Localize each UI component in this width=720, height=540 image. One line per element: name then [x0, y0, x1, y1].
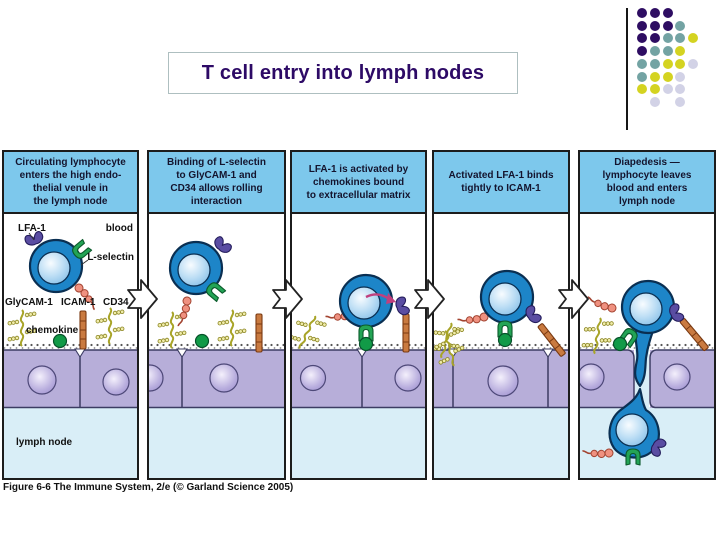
decor-dot: [649, 58, 660, 69]
decor-dot: [637, 46, 647, 57]
decor-dot: [675, 71, 686, 82]
decor-dot: [662, 71, 673, 82]
decor-dot: [637, 84, 647, 95]
decor-dot: [688, 33, 699, 44]
decor-dot: [662, 58, 673, 69]
panel-2: Binding of L-selectin to GlyCAM-1 and CD…: [147, 150, 286, 480]
decor-dot: [662, 46, 673, 57]
panel-1-header: Circulating lymphocyte enters the high e…: [4, 152, 137, 214]
decor-dots: [637, 8, 707, 118]
panel-5: Diapedesis — lymphocyte leaves blood and…: [578, 150, 716, 480]
panel-1: Circulating lymphocyte enters the high e…: [2, 150, 139, 480]
decor-dot: [649, 96, 660, 107]
panel-3: LFA-1 is activated by chemokines bound t…: [290, 150, 427, 480]
panel-5-header: Diapedesis — lymphocyte leaves blood and…: [580, 152, 714, 214]
panel-4-header: Activated LFA-1 binds tightly to ICAM-1: [434, 152, 568, 214]
decor-dot: [637, 71, 647, 82]
decor-dot: [662, 84, 673, 95]
decor-dot: [675, 84, 686, 95]
decor-dot: [688, 58, 699, 69]
panel-2-header: Binding of L-selectin to GlyCAM-1 and CD…: [149, 152, 284, 214]
panel-4: Activated LFA-1 binds tightly to ICAM-1: [432, 150, 570, 480]
slide-title-box: T cell entry into lymph nodes: [168, 52, 518, 94]
decor-dot: [649, 33, 660, 44]
decor-dot: [649, 71, 660, 82]
decor-vertical-line: [626, 8, 628, 130]
decor-dot: [675, 96, 686, 107]
decor-dot: [637, 33, 647, 44]
slide-title: T cell entry into lymph nodes: [201, 61, 485, 84]
decor-dot: [649, 46, 660, 57]
decor-dot: [662, 20, 673, 31]
decor-dot: [662, 33, 673, 44]
decor-dot: [662, 8, 673, 18]
decor-dot: [649, 8, 660, 18]
decor-dot: [675, 20, 686, 31]
decor-dot: [649, 20, 660, 31]
panel-3-header: LFA-1 is activated by chemokines bound t…: [292, 152, 425, 214]
decor-dot: [637, 58, 647, 69]
decor-dot: [649, 84, 660, 95]
decor-dot: [675, 58, 686, 69]
figure-caption: Figure 6-6 The Immune System, 2/e (© Gar…: [3, 482, 294, 493]
decor-dot: [637, 8, 647, 18]
decor-dot: [637, 20, 647, 31]
decor-dot: [675, 46, 686, 57]
decor-dot: [675, 33, 686, 44]
